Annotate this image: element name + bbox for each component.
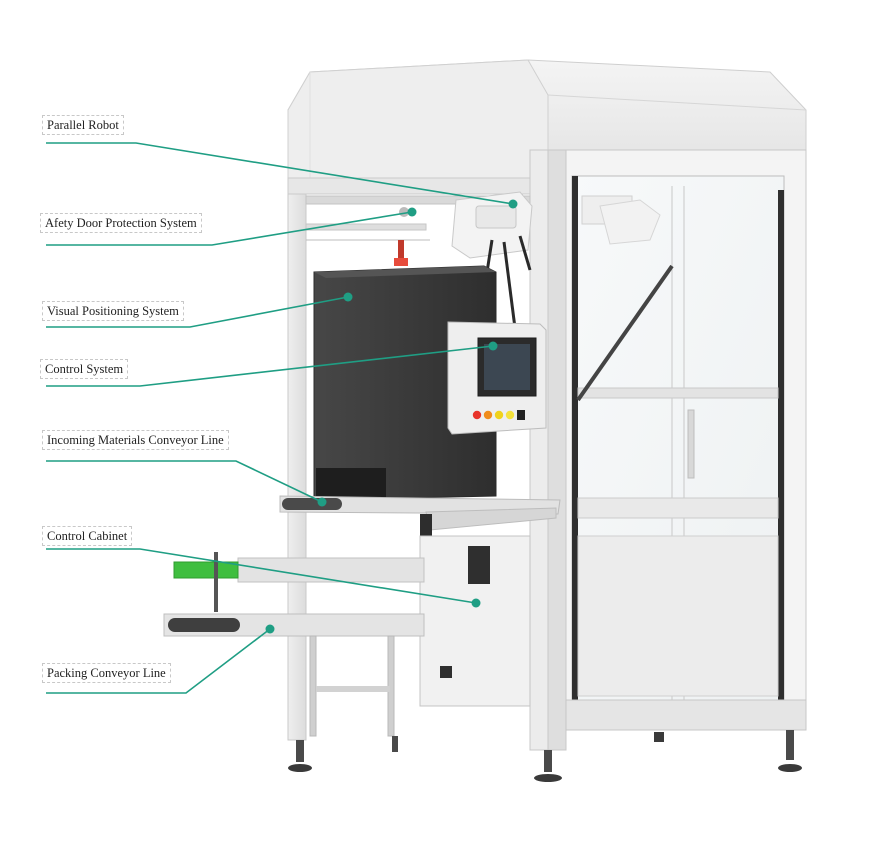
leader-dot-parallel-robot — [508, 199, 518, 209]
orange-button — [483, 410, 493, 420]
callout-leaders — [46, 142, 518, 694]
control-cabinet — [419, 535, 531, 707]
label-control-system: Control System — [40, 359, 129, 379]
leader-dot-safety-door — [407, 207, 417, 217]
left-frame — [287, 149, 567, 751]
red-button — [472, 410, 482, 420]
leader-line-incoming-conveyor — [46, 460, 323, 503]
leader-dot-incoming-conveyor — [317, 497, 327, 507]
right-enclosure — [565, 149, 807, 731]
leader-line-parallel-robot — [46, 142, 514, 205]
leader-dot-control-cabinet — [471, 598, 481, 608]
label-packing-conveyor-line: Packing Conveyor Line — [42, 663, 171, 683]
yellow-button — [494, 410, 504, 420]
label-incoming-materials-conveyor-line: Incoming Materials Conveyor Line — [42, 430, 229, 450]
black-button — [517, 410, 525, 420]
leader-line-control-cabinet — [46, 548, 477, 604]
yellow-button-2 — [505, 410, 515, 420]
leader-dot-packing-conveyor — [265, 624, 275, 634]
label-safety-door-protection-system: Afety Door Protection System — [40, 213, 202, 233]
leader-line-safety-door — [46, 211, 413, 246]
leader-line-control-system — [46, 345, 494, 387]
leader-line-visual-positioning — [46, 296, 349, 328]
label-visual-positioning-system: Visual Positioning System — [42, 301, 184, 321]
leader-line-packing-conveyor — [46, 628, 271, 694]
leader-dot-control-system — [488, 341, 498, 351]
label-parallel-robot: Parallel Robot — [42, 115, 124, 135]
label-control-cabinet: Control Cabinet — [42, 526, 133, 546]
leveling-feet — [288, 730, 802, 782]
packing-conveyor — [163, 552, 425, 737]
control-panel — [447, 321, 547, 435]
leader-dot-visual-positioning — [343, 292, 353, 302]
control-panel-buttons — [472, 410, 525, 420]
